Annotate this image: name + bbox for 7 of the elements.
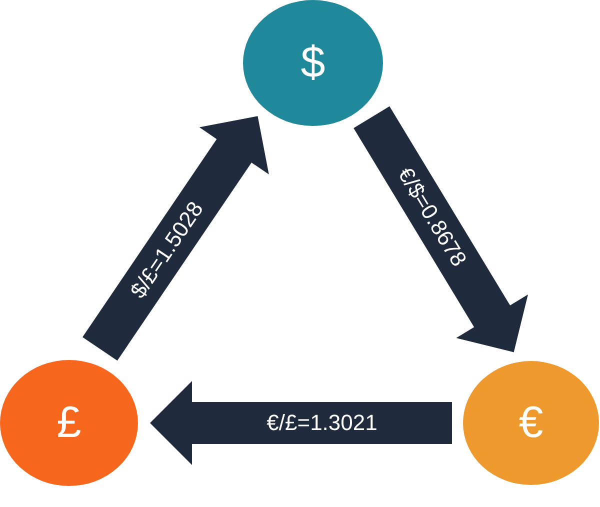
block-arrow — [82, 116, 269, 361]
block-arrow — [150, 381, 452, 465]
edge-label: €/£=1.3021 — [266, 412, 378, 434]
currency-symbol: £ — [56, 401, 82, 445]
currency-symbol: $ — [300, 41, 326, 85]
currency-symbol: € — [518, 401, 544, 445]
block-arrow — [354, 106, 528, 352]
